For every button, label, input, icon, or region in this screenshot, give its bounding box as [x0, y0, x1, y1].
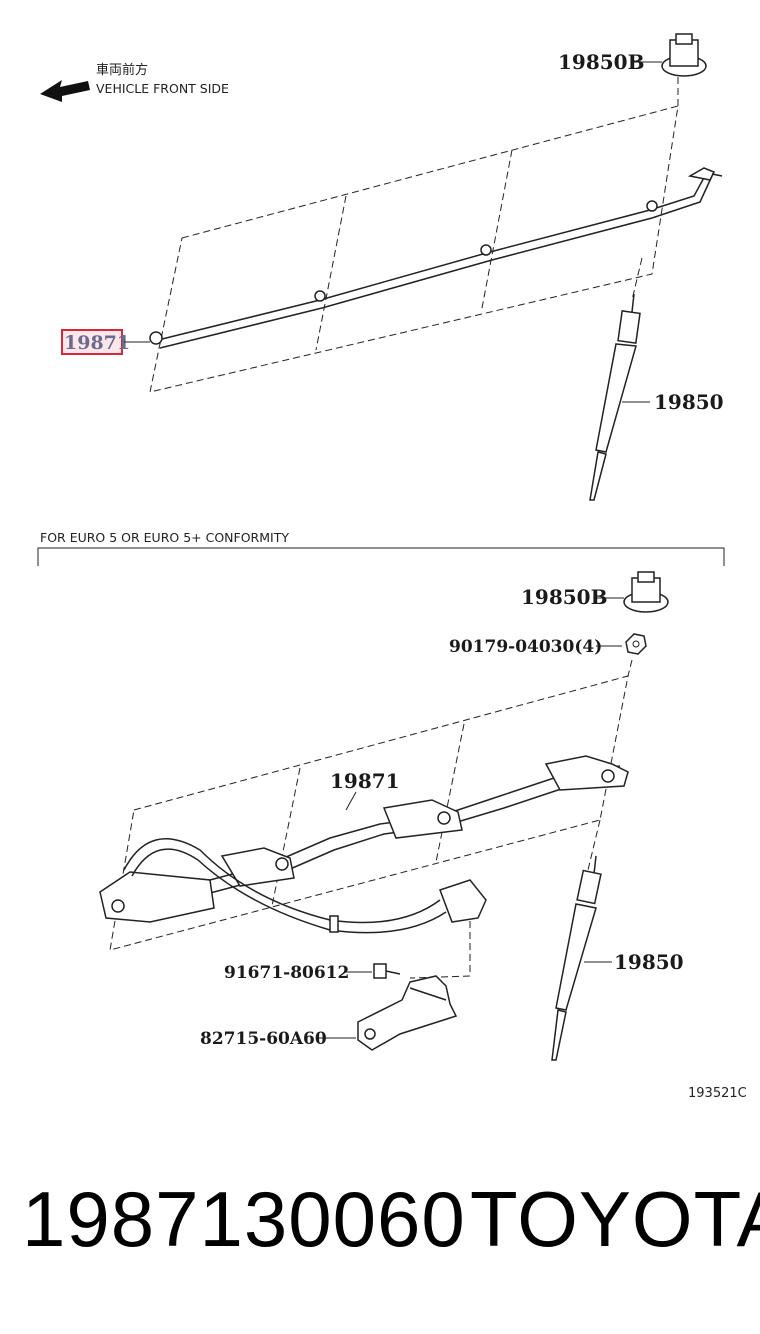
connector-harness-bottom	[99, 755, 629, 934]
section-title: FOR EURO 5 OR EURO 5+ CONFORMITY	[40, 530, 289, 545]
callout-19850b-bottom[interactable]: 19850B	[521, 585, 607, 609]
brand-name: TOYOTA	[470, 1175, 760, 1263]
part-number: 1987130060	[22, 1175, 466, 1263]
callout-82715-60a60[interactable]: 82715-60A60	[200, 1029, 327, 1049]
connector-bar-top	[149, 167, 723, 349]
callout-19850b-top[interactable]: 19850B	[558, 50, 644, 74]
highlight-box-19871	[61, 329, 123, 355]
callout-19871-top[interactable]: 19871	[64, 332, 130, 354]
callout-91671-80612[interactable]: 91671-80612	[224, 963, 349, 983]
section-bracket	[37, 547, 725, 566]
glow-plug-top	[589, 293, 641, 501]
callout-19871-bottom[interactable]: 19871	[330, 769, 400, 793]
figure-code: 193521C	[688, 1086, 747, 1101]
front-arrow-icon	[40, 80, 90, 102]
bolt-icon	[373, 963, 401, 979]
cap-19850b-bottom	[623, 571, 669, 613]
callout-90179-04030[interactable]: 90179-04030(4)	[449, 637, 602, 657]
nut-icon	[625, 633, 647, 655]
direction-label-jp: 車両前方	[96, 62, 148, 78]
bracket-82715	[357, 975, 458, 1051]
callout-19850-top[interactable]: 19850	[654, 390, 724, 414]
glow-plug-bottom	[551, 855, 602, 1061]
callout-19850-bottom[interactable]: 19850	[614, 950, 684, 974]
top-guide-lines	[149, 60, 679, 393]
bottom-guide-lines	[109, 659, 633, 979]
direction-label-en: VEHICLE FRONT SIDE	[96, 81, 229, 96]
cap-19850b-top	[661, 33, 707, 77]
